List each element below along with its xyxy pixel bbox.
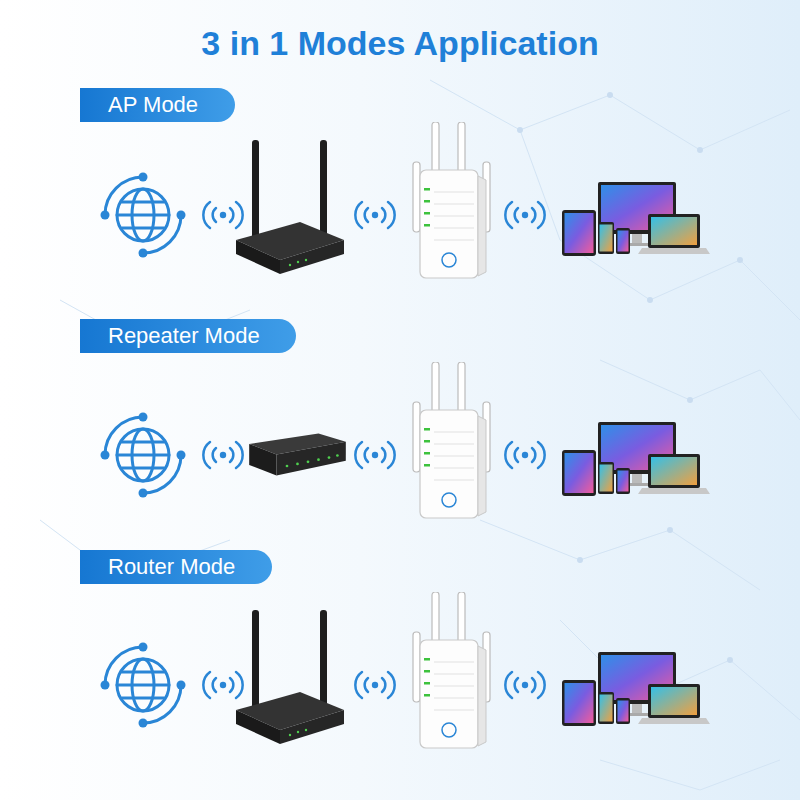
devices-illustration: [562, 182, 710, 256]
mode-label: Repeater Mode: [80, 319, 296, 353]
mesh-dot: [117, 92, 743, 703]
extender-illustration: [413, 592, 490, 748]
router-illustration: [236, 610, 344, 744]
mesh-dot: [667, 527, 673, 533]
wifi-waves: [355, 202, 394, 228]
mode-label-text: Repeater Mode: [108, 323, 260, 349]
wifi-waves: [505, 672, 544, 698]
network-mesh: [480, 520, 760, 590]
globe-icon: [101, 413, 186, 498]
wifi-waves: [203, 202, 242, 228]
devices-illustration: [562, 422, 710, 496]
mesh-dot: [607, 92, 613, 98]
extender-illustration: [413, 122, 490, 278]
wifi-waves: [355, 672, 394, 698]
router-illustration: [236, 140, 344, 274]
globe-icon: [101, 173, 186, 258]
mesh-dot: [687, 397, 693, 403]
network-mesh: [600, 760, 780, 790]
mesh-dot: [517, 127, 523, 133]
title: 3 in 1 Modes Application: [0, 24, 800, 63]
globe-icon: [101, 643, 186, 728]
devices-illustration: [562, 652, 710, 726]
wifi-waves: [505, 202, 544, 228]
mode-label-text: AP Mode: [108, 92, 198, 118]
network-mesh: [40, 80, 800, 790]
wifi-waves: [203, 442, 242, 468]
network-mesh: [600, 360, 800, 420]
switch-illustration: [249, 433, 346, 475]
network-mesh: [430, 80, 790, 150]
network-mesh: [520, 130, 800, 320]
mesh-dot: [727, 657, 733, 663]
wifi-waves: [203, 672, 242, 698]
mesh-dot: [697, 147, 703, 153]
mesh-dot: [577, 557, 583, 563]
extender-illustration: [413, 362, 490, 518]
wifi-waves: [355, 442, 394, 468]
mode-label: Router Mode: [80, 550, 272, 584]
mesh-dot: [737, 257, 743, 263]
mode-label: AP Mode: [80, 88, 235, 122]
mode-label-text: Router Mode: [108, 554, 235, 580]
wifi-waves: [505, 442, 544, 468]
mesh-dot: [647, 297, 653, 303]
